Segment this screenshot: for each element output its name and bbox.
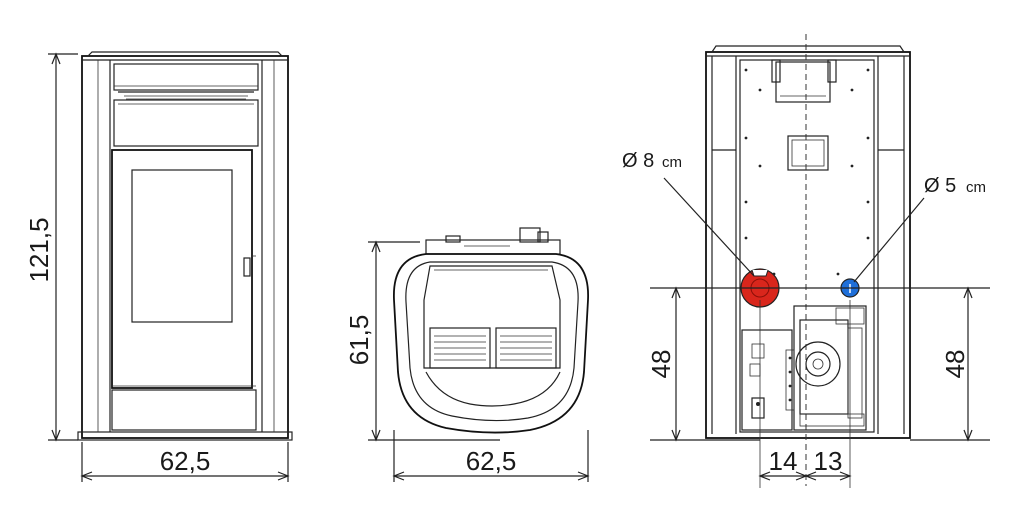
rear-offset-right-label: 13 xyxy=(814,446,843,476)
control-board xyxy=(741,329,793,431)
exhaust-callout: Ø 8 cm xyxy=(622,150,755,277)
rear-offset-left-label: 14 xyxy=(769,446,798,476)
front-height-label: 121,5 xyxy=(24,217,54,282)
top-view xyxy=(393,227,589,434)
front-width-label: 62,5 xyxy=(160,446,211,476)
rear-left-height-label: 48 xyxy=(646,350,676,379)
front-height-dimension: 121,5 xyxy=(24,52,78,442)
exhaust-unit-label: cm xyxy=(662,154,682,171)
door-handle xyxy=(243,257,251,277)
top-width-dimension: 62,5 xyxy=(392,430,590,482)
air-inlet-unit-label: cm xyxy=(966,179,986,196)
fan-housing xyxy=(793,305,867,431)
air-inlet-diameter-label: Ø 5 xyxy=(924,175,956,197)
rear-rivets xyxy=(744,68,870,276)
rear-right-height-label: 48 xyxy=(940,350,970,379)
rear-view xyxy=(705,34,911,486)
exhaust-diameter-label: Ø 8 xyxy=(622,150,654,172)
top-view-grill xyxy=(429,327,557,369)
rear-left-height-dimension: 48 xyxy=(646,286,760,442)
top-depth-dimension: 61,5 xyxy=(344,240,500,442)
top-grill xyxy=(118,91,254,100)
top-width-label: 62,5 xyxy=(466,446,517,476)
top-depth-label: 61,5 xyxy=(344,315,374,366)
air-inlet-callout: Ø 5 cm xyxy=(853,175,986,283)
rear-right-height-dimension: 48 xyxy=(910,286,990,442)
front-width-dimension: 62,5 xyxy=(80,442,290,482)
front-door xyxy=(111,149,253,389)
rear-offset-dimensions: 14 13 xyxy=(758,446,852,481)
fan xyxy=(795,341,841,387)
front-view xyxy=(77,51,293,441)
door-glass xyxy=(131,169,233,323)
